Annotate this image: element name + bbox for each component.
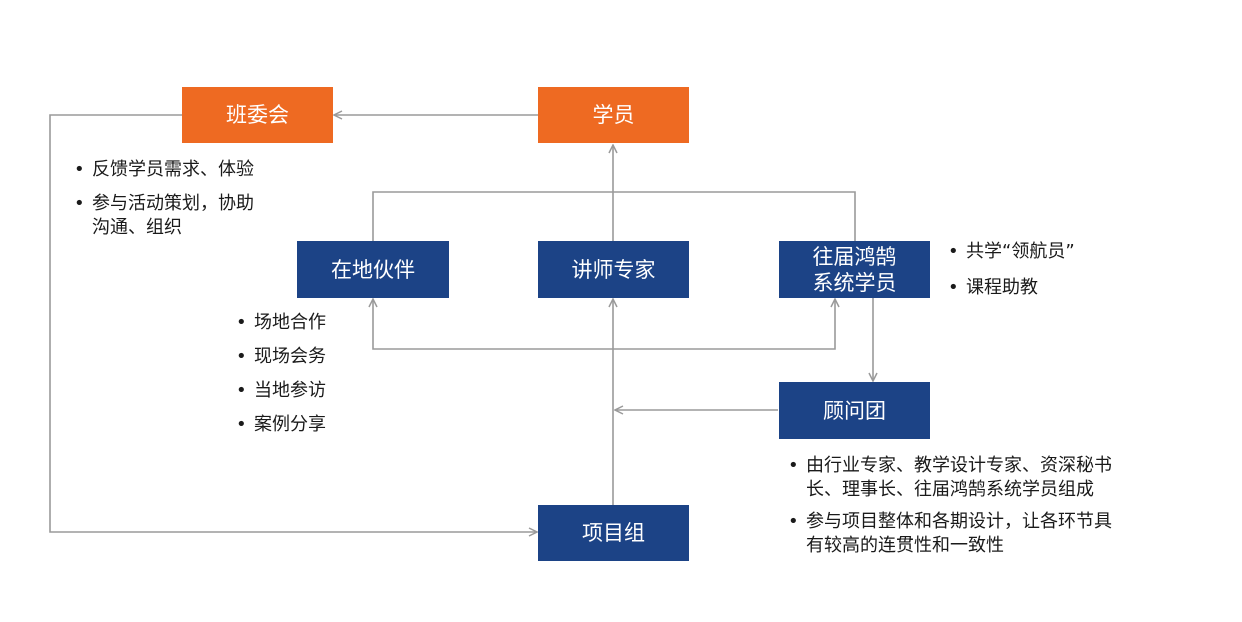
- note-item: 案例分享: [232, 413, 372, 437]
- note-item: 参与活动策划，协助 沟通、组织: [70, 192, 310, 240]
- note-item: 由行业专家、教学设计专家、资深秘书 长、理事长、往届鸿鹄系统学员组成: [784, 454, 1204, 502]
- node-alumni: 往届鸿鹄 系统学员: [779, 241, 930, 298]
- note-item: 场地合作: [232, 311, 372, 335]
- note-item: 当地参访: [232, 379, 372, 403]
- node-project-team: 项目组: [538, 505, 689, 561]
- node-students: 学员: [538, 87, 689, 143]
- notes-local-partner: 场地合作 现场会务 当地参访 案例分享: [232, 311, 372, 437]
- node-class-committee: 班委会: [182, 87, 333, 143]
- arrow-center-to-alumni: [613, 299, 835, 350]
- note-item: 反馈学员需求、体验: [70, 158, 310, 182]
- notes-advisory: 由行业专家、教学设计专家、资深秘书 长、理事长、往届鸿鹄系统学员组成 参与项目整…: [784, 454, 1204, 558]
- arrow-center-to-local-partner: [373, 299, 613, 350]
- note-item: 共学“领航员”: [944, 240, 1144, 264]
- node-advisory: 顾问团: [779, 382, 930, 439]
- note-item: 课程助教: [944, 276, 1144, 300]
- arrow-committee-to-project-team: [49, 114, 537, 532]
- notes-class-committee: 反馈学员需求、体验 参与活动策划，协助 沟通、组织: [70, 158, 310, 240]
- note-item: 参与项目整体和各期设计，让各环节具 有较高的连贯性和一致性: [784, 510, 1204, 558]
- notes-alumni: 共学“领航员” 课程助教: [944, 240, 1144, 300]
- node-local-partner: 在地伙伴: [297, 241, 449, 298]
- line-partners-to-alumni-top: [372, 191, 856, 241]
- note-item: 现场会务: [232, 345, 372, 369]
- node-lecturers: 讲师专家: [538, 241, 689, 298]
